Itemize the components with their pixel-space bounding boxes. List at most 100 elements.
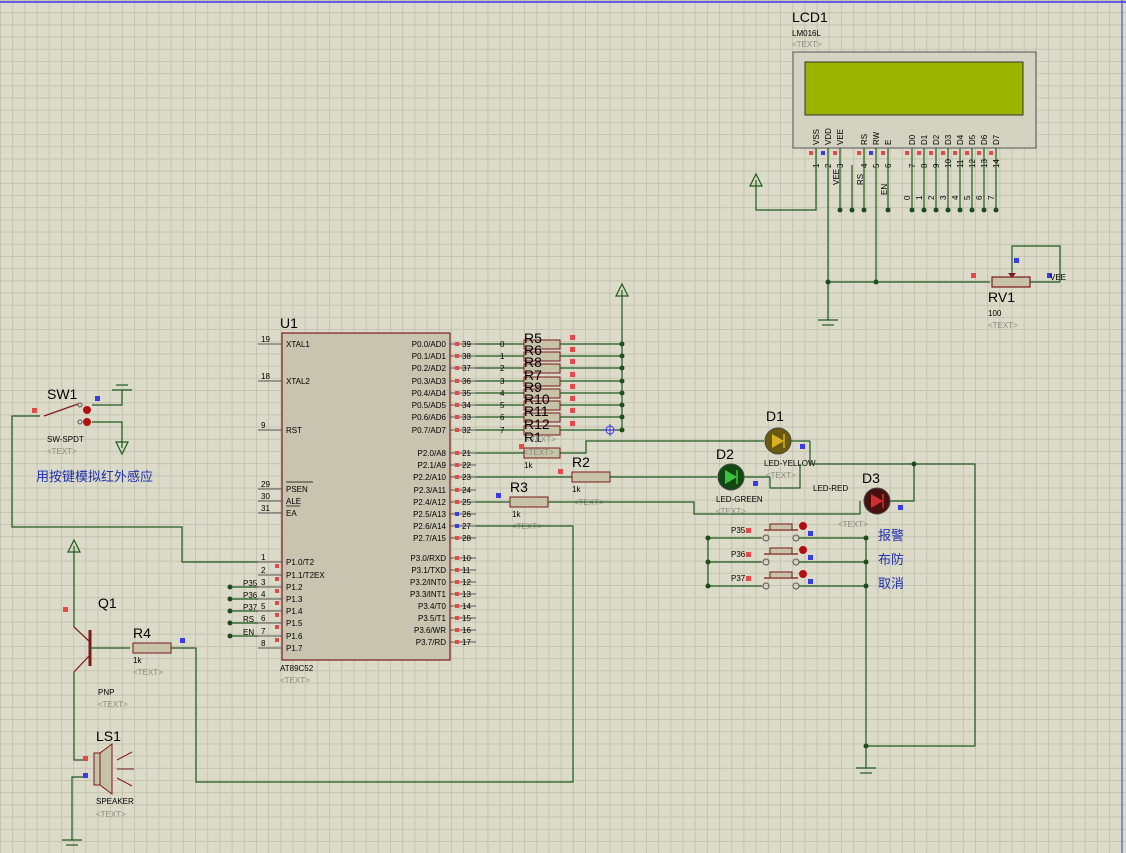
lcd-pin-name: D7 xyxy=(992,134,1001,145)
u1-pin-marker xyxy=(455,342,459,346)
u1-right-pin-name: P2.5/A13 xyxy=(413,510,446,519)
transistor-q1[interactable]: Q1 PNP <TEXT> xyxy=(63,595,130,709)
button-cap[interactable] xyxy=(769,571,793,579)
u1-right-pin-num: 33 xyxy=(462,413,471,422)
u1-right-pin-name: P2.7/A15 xyxy=(413,534,446,543)
button-state-indicator xyxy=(799,522,807,530)
r4-value: 1k xyxy=(133,656,142,665)
d3-text: <TEXT> xyxy=(838,520,868,529)
u1-right-pin-name: P3.6/WR xyxy=(414,626,446,635)
u1-left-pin-num: 31 xyxy=(261,504,270,513)
d3-part: LED-RED xyxy=(813,484,848,493)
resistor-r4[interactable]: R4 1k <TEXT> xyxy=(132,625,185,677)
ls1-ref: LS1 xyxy=(96,728,121,744)
p0-resistor-ref: R9 xyxy=(524,379,542,395)
ls1-text: <TEXT> xyxy=(96,810,126,819)
d3-ref: D3 xyxy=(862,470,880,486)
u1-pin-marker xyxy=(455,592,459,596)
u1-right-pin-num: 35 xyxy=(462,389,471,398)
u1-left-pin-name: PSEN xyxy=(286,485,308,494)
u1-left-pin-name: P1.4 xyxy=(286,607,303,616)
u1-right-pin-name: P2.1/A9 xyxy=(418,461,447,470)
lcd-bus-label: 7 xyxy=(987,195,996,200)
button-pin-marker xyxy=(746,552,751,557)
led-d3-red[interactable]: D3 LED-RED <TEXT> xyxy=(813,464,915,529)
p0-pin-marker xyxy=(570,359,575,364)
u1-right-pin-num: 10 xyxy=(462,554,471,563)
button-function-label: 取消 xyxy=(878,576,904,591)
button-cap[interactable] xyxy=(769,547,793,555)
rv1-value: 100 xyxy=(988,309,1002,318)
u1-left-pin-name: P1.1/T2EX xyxy=(286,571,325,580)
p0-net-label: 4 xyxy=(500,389,505,398)
button-state-indicator xyxy=(799,546,807,554)
u1-right-pin-name: P3.2/INT0 xyxy=(410,578,447,587)
u1-right-pin-num: 27 xyxy=(462,522,471,531)
sw1-ref: SW1 xyxy=(47,386,78,402)
u1-left-pin-num: 1 xyxy=(261,553,266,562)
resistor-r1[interactable]: 1k <TEXT> xyxy=(519,444,561,470)
u1-pin-marker xyxy=(275,589,279,593)
button-net-label: P35 xyxy=(731,526,746,535)
button-contact xyxy=(792,534,800,542)
potentiometer-rv1[interactable]: RV1 100 <TEXT> VEE xyxy=(971,258,1066,330)
button-contact xyxy=(762,582,770,590)
lcd-pin-name: VSS xyxy=(812,129,821,145)
lcd-pin-marker xyxy=(941,151,945,155)
p0-pin-marker xyxy=(570,421,575,426)
p0-net-label: 3 xyxy=(500,377,505,386)
button-ground-junction xyxy=(863,559,869,565)
u1-right-pin-num: 11 xyxy=(462,566,471,575)
lcd-pin-name: D3 xyxy=(944,134,953,145)
lcd-pin-name: D4 xyxy=(956,134,965,145)
button-ground-junction xyxy=(863,535,869,541)
button-pin-marker xyxy=(746,528,751,533)
lcd-bus-label: 6 xyxy=(975,195,984,200)
u1-pin-marker xyxy=(275,613,279,617)
q1-part: PNP xyxy=(98,688,114,697)
u1-text: <TEXT> xyxy=(280,676,310,685)
u1-left-pin-name: P1.6 xyxy=(286,632,303,641)
button-contact xyxy=(762,558,770,566)
p0-pin-marker xyxy=(570,396,575,401)
u1-right-pin-name: P0.2/AD2 xyxy=(412,364,447,373)
led-d2-green[interactable]: D2 LED-GREEN <TEXT> xyxy=(716,446,770,516)
u1-right-pin-num: 24 xyxy=(462,486,471,495)
u1-left-pin-num: 3 xyxy=(261,578,266,587)
u1-pin-marker xyxy=(275,638,279,642)
u1-right-pin-name: P0.7/AD7 xyxy=(412,426,447,435)
rpack-text: <TEXT> xyxy=(526,435,556,444)
u1-left-pin-name: P1.0/T2 xyxy=(286,558,315,567)
u1-pin-marker xyxy=(455,536,459,540)
p0-net-label: 0 xyxy=(500,340,505,349)
microcontroller-u1[interactable]: U1 AT89C52 <TEXT> 19XTAL118XTAL29RST29PS… xyxy=(258,315,476,685)
d1-ref: D1 xyxy=(766,408,784,424)
lcd-pin-name: D0 xyxy=(908,134,917,145)
u1-left-pin-num: 18 xyxy=(261,372,270,381)
lcd-pin-marker xyxy=(809,151,813,155)
u1-pin-marker xyxy=(275,577,279,581)
button-cap[interactable] xyxy=(769,523,793,531)
u1-right-pin-num: 15 xyxy=(462,614,471,623)
u1-pin-marker xyxy=(455,403,459,407)
u1-right-pin-num: 37 xyxy=(462,364,471,373)
speaker-ls1[interactable]: LS1 SPEAKER <TEXT> xyxy=(83,728,134,819)
u1-right-pin-num: 36 xyxy=(462,377,471,386)
led-d1-yellow[interactable]: D1 LED-YELLOW <TEXT> xyxy=(764,408,816,480)
switch-sw1[interactable]: SW1 SW-SPDT <TEXT> 用按键模拟红外感应 xyxy=(32,386,153,484)
d2-part: LED-GREEN xyxy=(716,495,763,504)
u1-right-pin-name: P2.4/A12 xyxy=(413,498,446,507)
lcd-pin-name: E xyxy=(884,140,893,145)
u1-pin-marker xyxy=(455,428,459,432)
u1-left-pin-num: 4 xyxy=(261,590,266,599)
u1-pin-marker xyxy=(455,604,459,608)
p1-net-label: P35 xyxy=(243,579,258,588)
u1-right-pin-num: 32 xyxy=(462,426,471,435)
lcd-net-rs: RS xyxy=(856,174,865,185)
lcd-bus-label: 4 xyxy=(951,195,960,200)
p0-resistor-ref: R8 xyxy=(524,354,542,370)
lcd-pin-marker xyxy=(881,151,885,155)
u1-left-pin-name: P1.7 xyxy=(286,644,303,653)
